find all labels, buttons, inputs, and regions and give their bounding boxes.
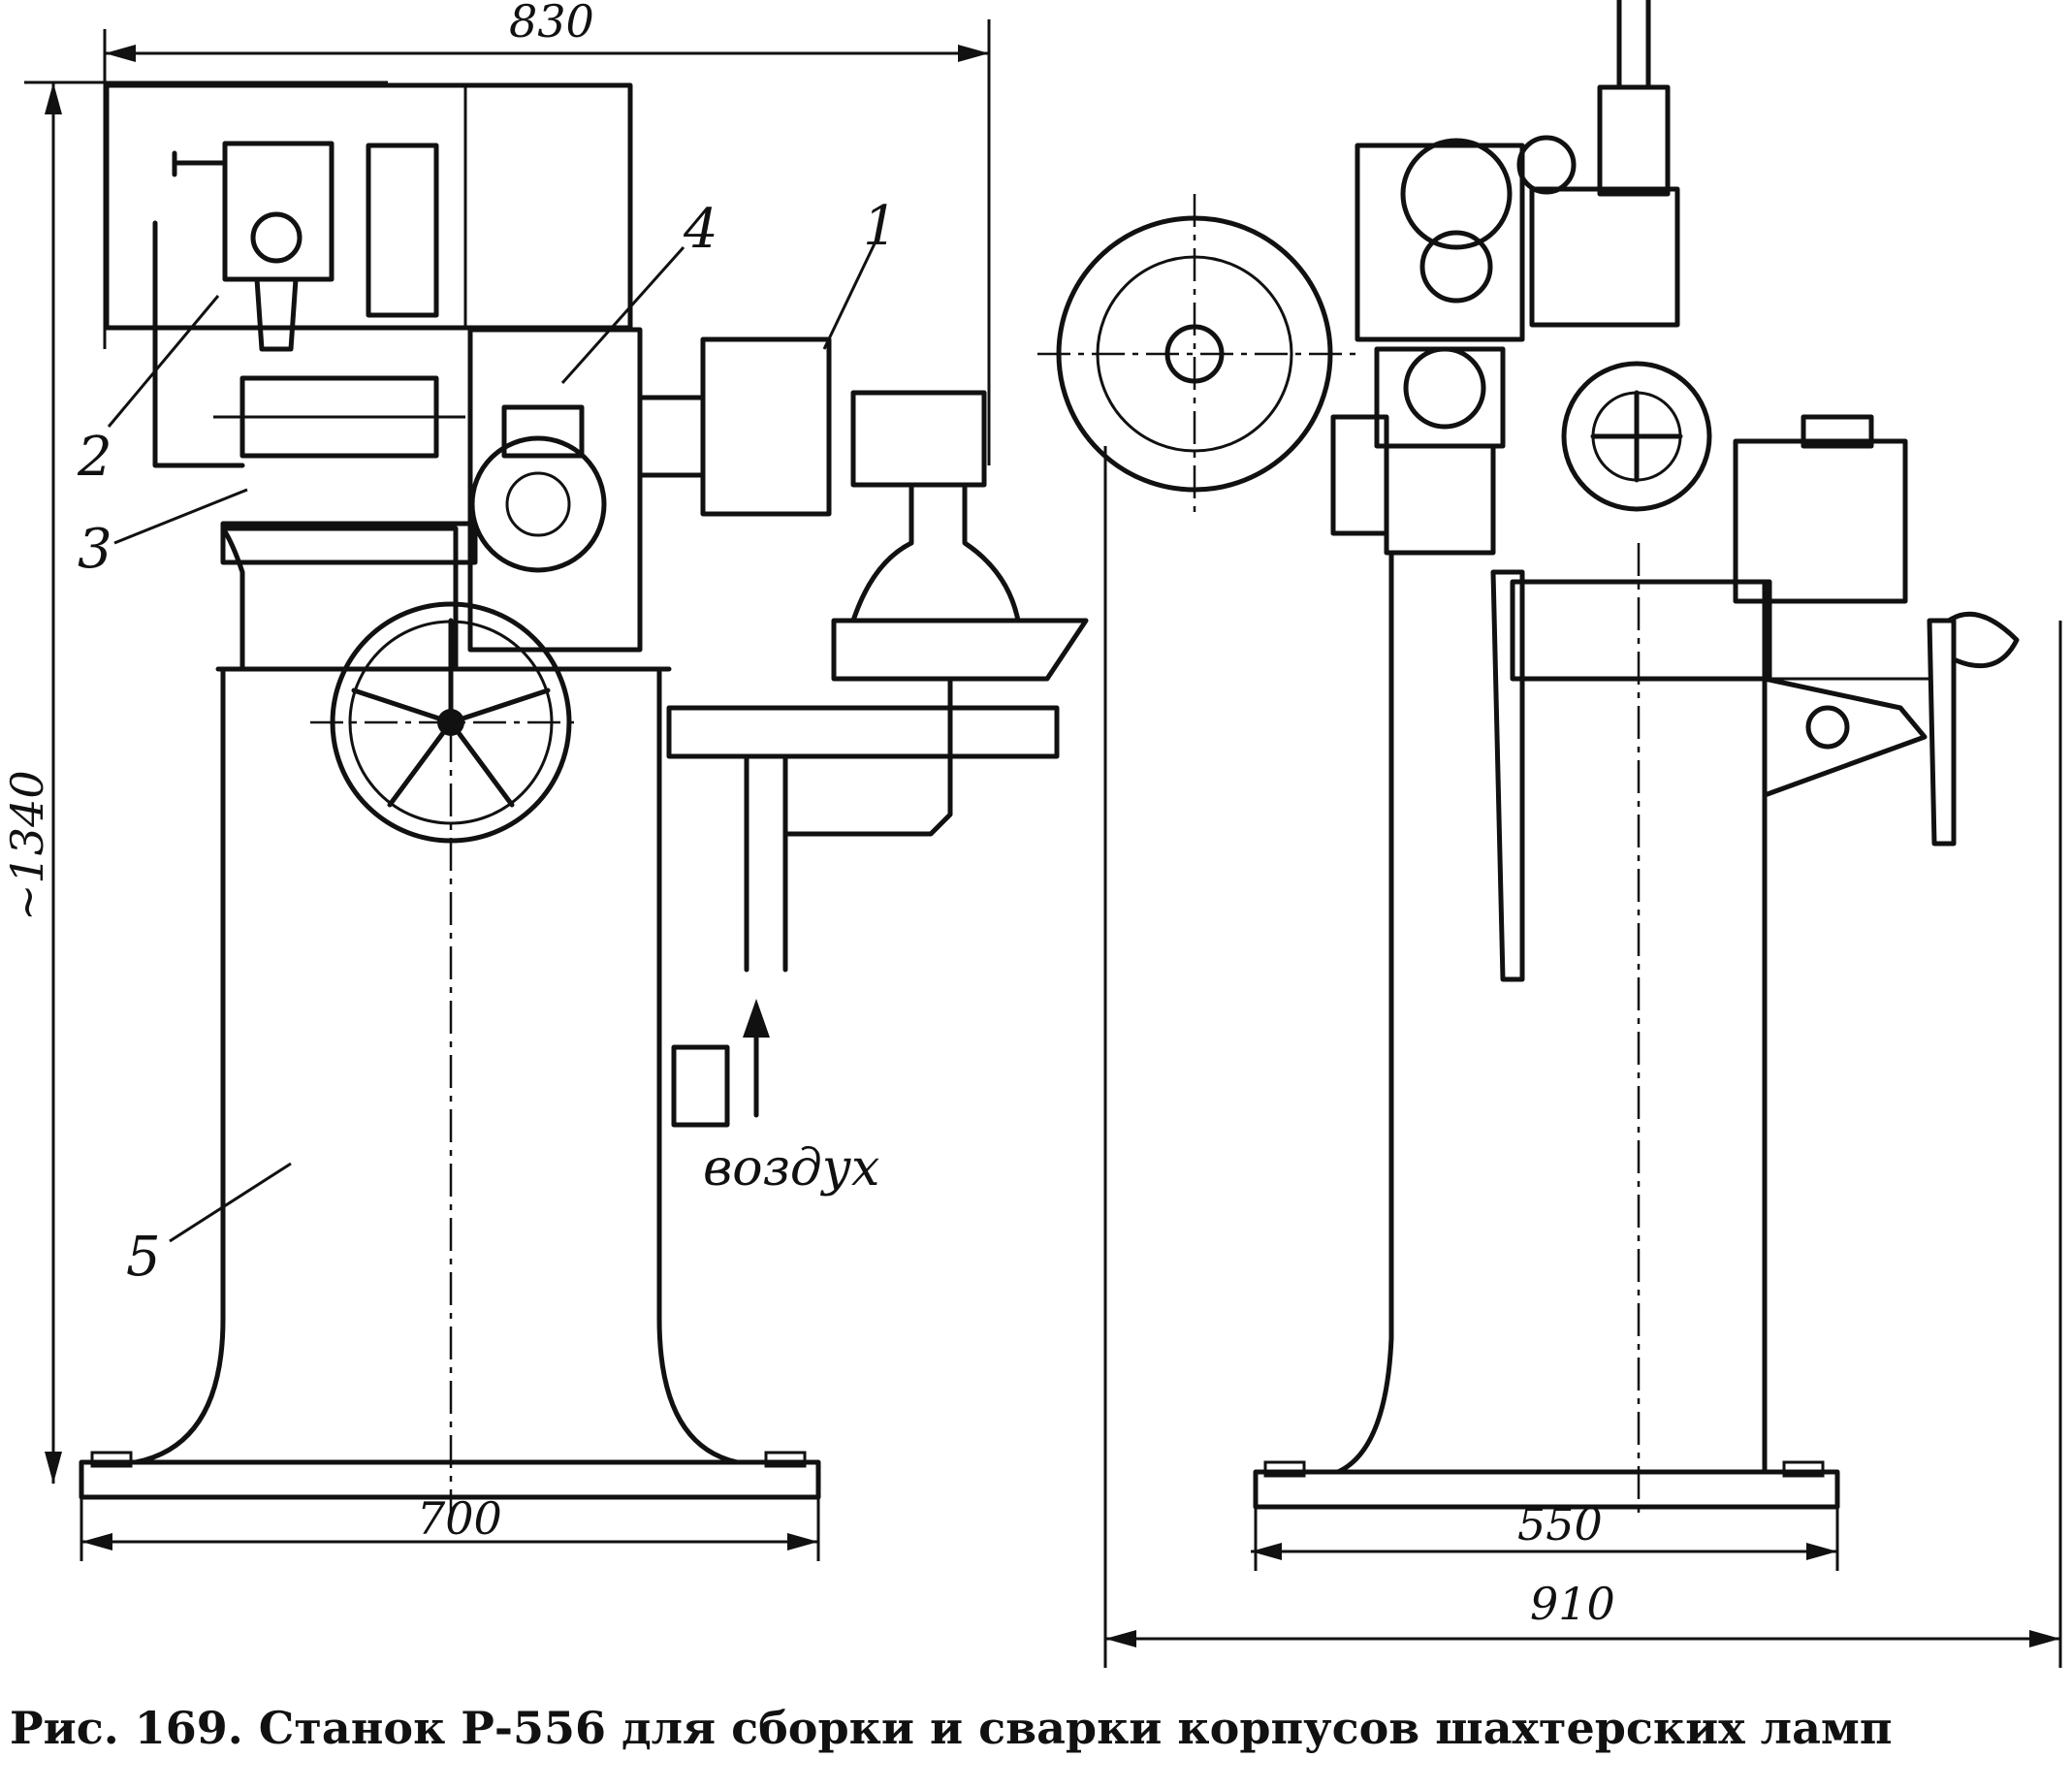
front-column — [133, 666, 740, 1465]
front-base-bolt-right — [764, 1451, 807, 1468]
part-label-4: 4 — [683, 198, 718, 261]
head-motor — [366, 143, 439, 318]
dimensions: 830 ~1340 700 550 910 — [1, 0, 2062, 1668]
air-elbow — [782, 676, 953, 837]
air-inlet-arrow: воздух — [703, 999, 879, 1198]
part-label-3: 3 — [78, 518, 112, 581]
motor-4-body — [469, 435, 607, 573]
front-cabinet — [104, 82, 633, 331]
dim-910-label: 910 — [1530, 1578, 1615, 1630]
front-column-neck — [220, 526, 459, 672]
part-labels: 1 2 3 4 5 — [77, 195, 898, 1289]
side-base-plate — [1253, 1469, 1840, 1510]
side-guard — [1490, 569, 1525, 982]
figure-caption: Рис. 169. Станок Р-556 для сборки и свар… — [10, 1702, 1893, 1754]
dim-550-label: 550 — [1517, 1498, 1603, 1550]
motor-1 — [700, 336, 832, 517]
handwheel-side — [1927, 618, 1957, 847]
gear-housing-4 — [467, 327, 643, 653]
handwheel-bracket — [1762, 676, 1928, 798]
air-inlet-pipe — [744, 753, 788, 973]
side-table — [1510, 579, 1772, 682]
table — [220, 521, 478, 565]
air-distributor — [831, 618, 1089, 682]
side-column — [1335, 550, 1768, 1475]
front-base-bolt-left — [90, 1451, 133, 1468]
part-label-2: 2 — [77, 426, 112, 489]
front-view — [79, 82, 1089, 1513]
side-fitting — [671, 1044, 730, 1128]
part-label-5: 5 — [126, 1226, 161, 1289]
welding-head — [222, 141, 335, 282]
air-bracket — [666, 705, 1060, 759]
dim-700-label: 700 — [417, 1492, 502, 1545]
side-view — [1037, 0, 2020, 1513]
rotary-chuck — [1561, 361, 1712, 512]
electrode-column — [1597, 84, 1671, 197]
welding-head-knob — [250, 211, 303, 264]
part-label-1: 1 — [863, 195, 898, 258]
side-motor — [1733, 438, 1908, 604]
air-pipe-b — [962, 482, 1021, 623]
dim-1340-label: ~1340 — [1, 770, 53, 921]
air-pipe-a — [850, 482, 914, 623]
valve-block — [850, 390, 987, 488]
electrode-holder — [254, 276, 299, 352]
side-head — [1529, 186, 1680, 328]
air-label: воздух — [703, 1139, 879, 1198]
dim-830-label: 830 — [509, 0, 594, 48]
